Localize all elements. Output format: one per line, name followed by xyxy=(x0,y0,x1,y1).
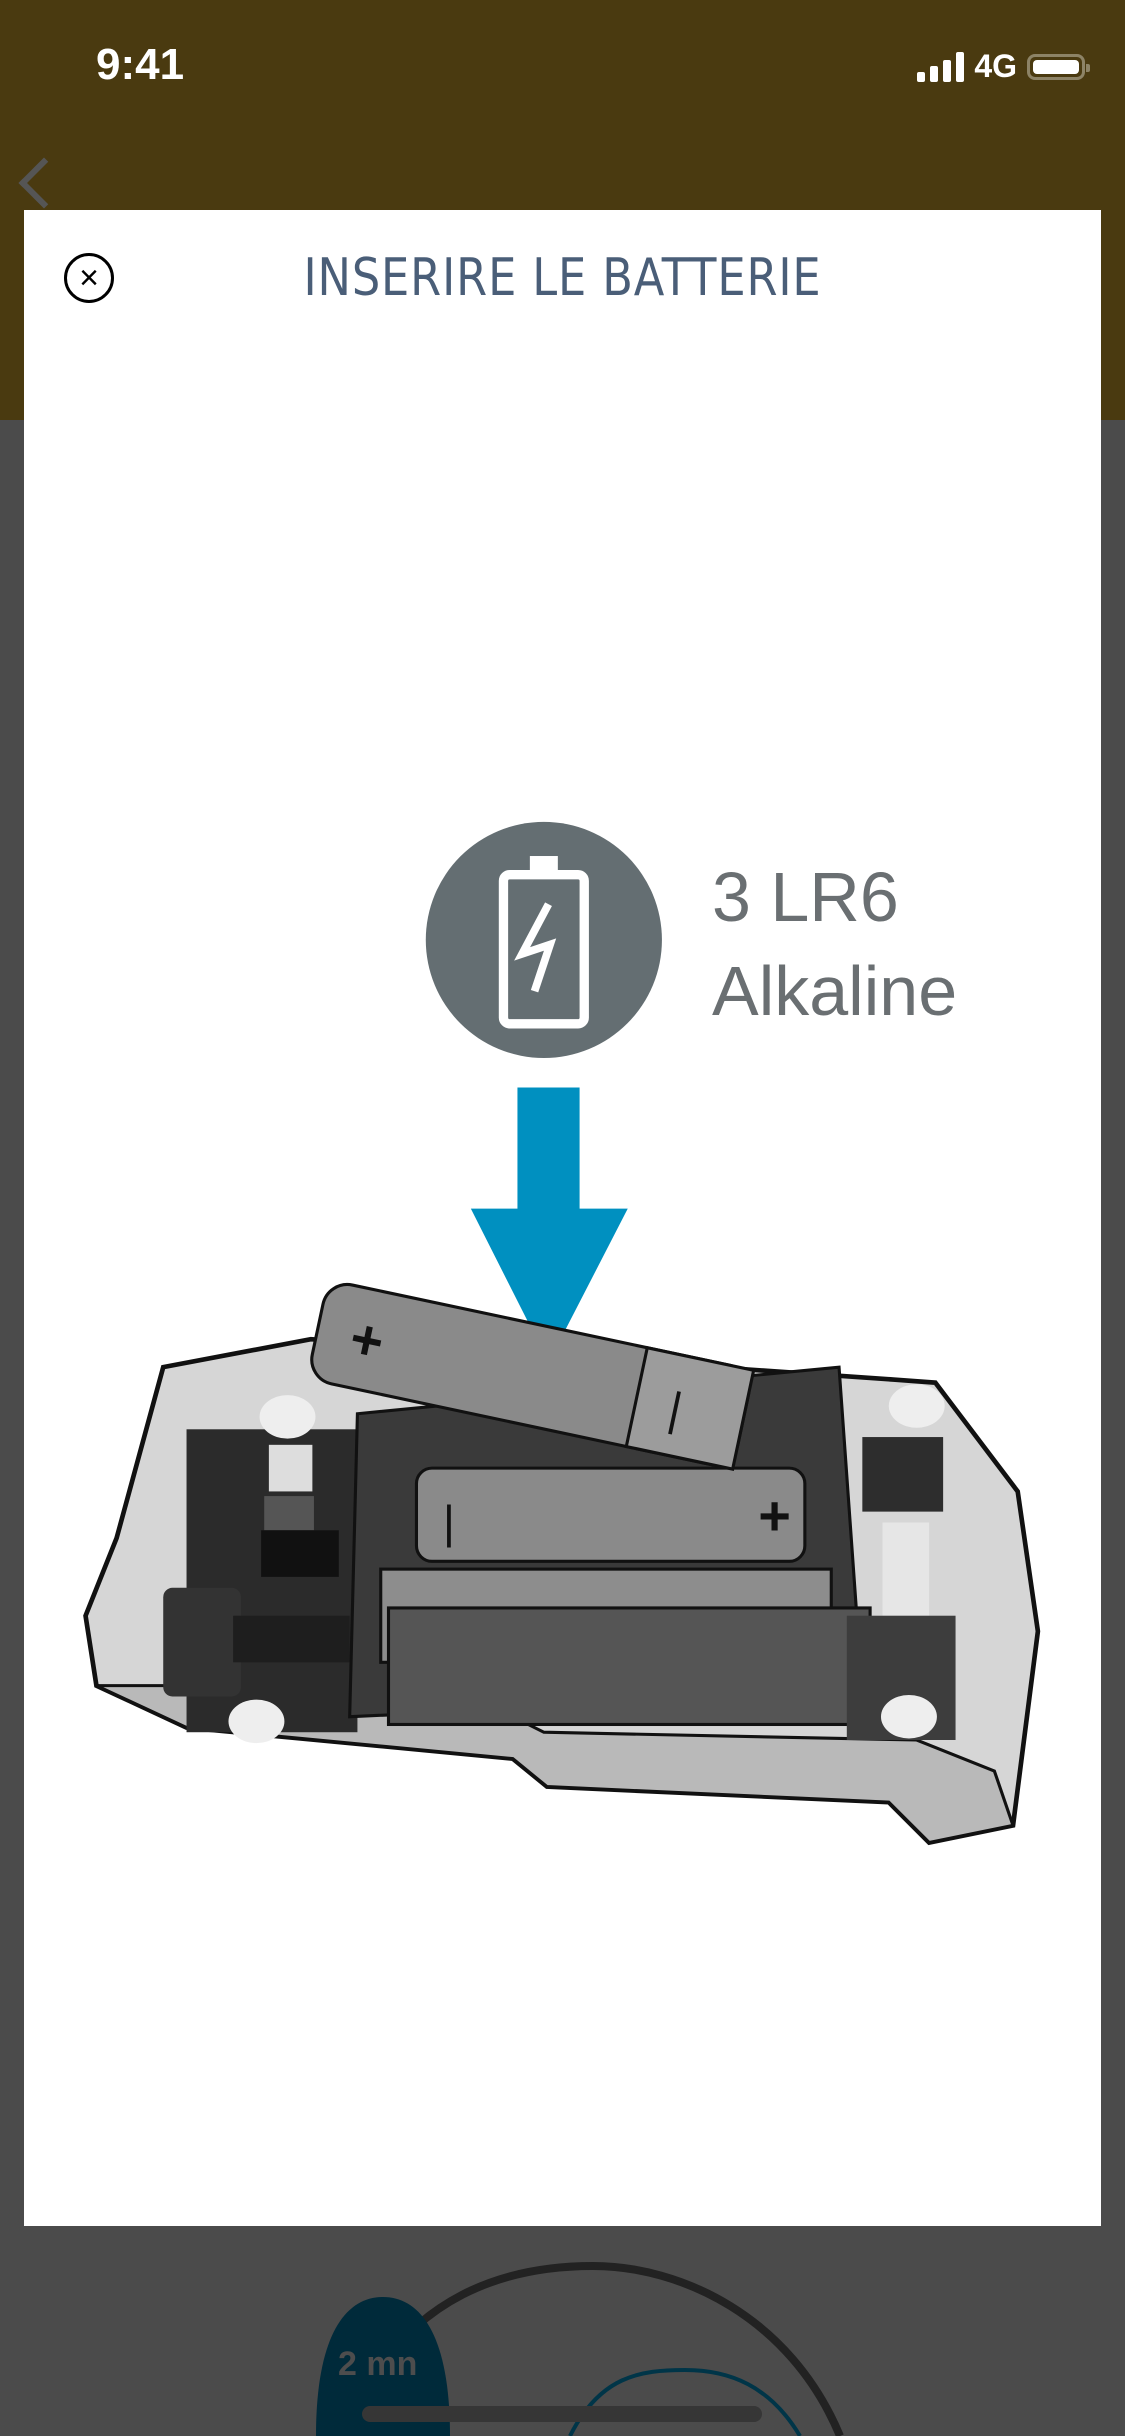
background-inner-ring xyxy=(568,2367,802,2436)
network-type: 4G xyxy=(974,48,1017,84)
close-icon: × xyxy=(79,259,99,297)
status-time: 9:41 xyxy=(96,40,185,89)
battery-icon-badge xyxy=(425,821,662,1058)
insert-arrow-icon xyxy=(470,1087,628,1363)
battery-chemistry: Alkaline xyxy=(712,952,958,1030)
svg-text:|: | xyxy=(443,1496,455,1548)
battery-icon xyxy=(1027,53,1090,80)
battery-type: 3 LR6 xyxy=(712,858,899,936)
close-button[interactable]: × xyxy=(64,253,114,303)
background-timer-badge xyxy=(316,2297,450,2436)
signal-icon xyxy=(917,51,965,82)
modal-title: INSERIRE LE BATTERIE xyxy=(303,248,822,308)
battery-being-inserted: + | xyxy=(310,1282,756,1471)
svg-text:+: + xyxy=(758,1484,791,1547)
background-timer-illustration xyxy=(316,2261,844,2436)
status-indicators: 4G xyxy=(917,48,1090,85)
battery-spec-label: 3 LR6 Alkaline xyxy=(712,850,957,1038)
background-bar xyxy=(362,2406,762,2422)
timer-badge-label: 2 mn xyxy=(338,2345,418,2383)
device-illustration: | + + | xyxy=(83,1282,1041,1846)
